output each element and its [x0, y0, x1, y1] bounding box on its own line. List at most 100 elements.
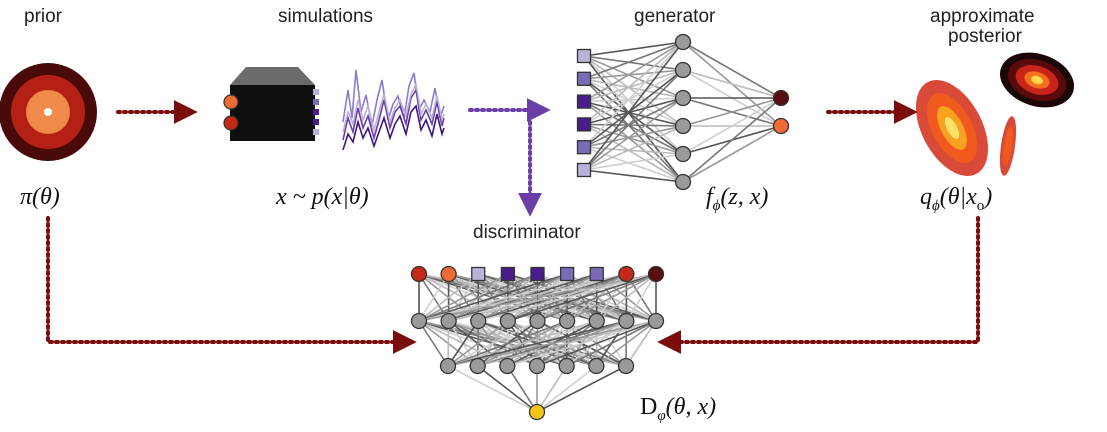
discriminator-hidden-node: [439, 357, 457, 375]
network-edge: [682, 41, 782, 99]
network-edge: [625, 273, 657, 322]
network-edge: [583, 153, 684, 171]
generator-input-node: [576, 117, 592, 132]
network-edge: [682, 97, 782, 127]
prior-to-discriminator-arrow: [46, 216, 417, 354]
discriminator-hidden-node: [588, 357, 605, 375]
posterior-to-discriminator-arrow: [657, 216, 980, 354]
network-edge: [583, 69, 684, 171]
generator-hidden-node: [674, 173, 692, 191]
generator-output-node: [772, 89, 790, 107]
network-edge: [596, 273, 657, 322]
discriminator-hidden-node: [588, 312, 605, 330]
generator-hidden-node: [674, 33, 692, 51]
network-edge: [507, 320, 657, 367]
simulator-box-icon: [223, 67, 319, 141]
discriminator-hidden-node: [499, 357, 516, 375]
network-edge: [418, 273, 657, 322]
network-edge: [682, 69, 782, 99]
discriminator-input-node: [647, 265, 665, 283]
network-edge: [583, 97, 684, 126]
network-edge: [583, 69, 684, 126]
discriminator-hidden-node: [469, 357, 486, 375]
network-edge: [447, 320, 597, 367]
network-edge: [583, 125, 684, 171]
network-edge: [583, 41, 684, 126]
network-edge: [507, 273, 657, 322]
network-edge: [447, 320, 568, 367]
discriminator-math: Dφ(θ, x): [640, 394, 716, 424]
discriminator-hidden-node: [499, 312, 517, 330]
discriminator-hidden-node: [528, 357, 546, 375]
posterior-heatmap-icon: [915, 52, 1075, 177]
network-edge: [583, 69, 684, 148]
discriminator-hidden-node: [617, 357, 635, 375]
network-edge: [536, 365, 568, 413]
approximate-label: approximate: [930, 6, 1035, 27]
discriminator-edges: [418, 273, 657, 413]
generator-input-node: [576, 48, 592, 64]
discriminator-input-node: [440, 265, 457, 283]
network-edge: [447, 320, 509, 367]
network-edge: [536, 365, 627, 413]
discriminator-input-node: [500, 266, 516, 282]
network-edge: [583, 41, 684, 148]
discriminator-hidden-node: [647, 312, 665, 330]
discriminator-input-node: [410, 265, 428, 283]
discriminator-input-node: [530, 266, 545, 282]
network-edge: [506, 365, 538, 413]
network-edge: [583, 169, 684, 183]
generator-input-node: [576, 94, 592, 109]
generator-hidden-node: [674, 117, 692, 135]
network-edge: [537, 273, 657, 322]
generator-input-node: [576, 140, 592, 155]
network-edge: [583, 41, 684, 103]
network-edge: [583, 41, 684, 80]
network-edge: [682, 97, 782, 155]
discriminator-network: [410, 265, 665, 421]
network-edge: [682, 125, 782, 183]
network-edge: [583, 69, 684, 80]
network-edge: [682, 97, 782, 183]
network-edge: [566, 273, 657, 322]
network-edge: [418, 273, 538, 322]
network-edge: [418, 273, 568, 322]
prior-math: π(θ): [20, 184, 60, 210]
network-edge: [418, 273, 627, 322]
network-edge: [583, 97, 684, 148]
network-edge: [583, 123, 684, 127]
network-edge: [447, 365, 538, 413]
network-edge: [536, 365, 597, 413]
discriminator-hidden-node: [618, 312, 635, 330]
network-edge: [583, 55, 684, 127]
discriminator-hidden-node: [410, 312, 428, 330]
discriminator-label: discriminator: [473, 222, 581, 243]
network-edge: [583, 69, 684, 103]
discriminator-hidden-node: [440, 312, 457, 330]
generator-edges: [583, 41, 782, 183]
generator-hidden-node: [674, 145, 692, 163]
network-edge: [583, 78, 684, 99]
prior-disc-icon: [0, 63, 97, 161]
network-edge: [418, 320, 449, 367]
network-edge: [583, 41, 684, 171]
network-edge: [566, 320, 657, 367]
network-edge: [583, 97, 684, 103]
posterior-math: qϕ(θ|xo): [920, 184, 992, 214]
discriminator-input-node: [589, 266, 604, 282]
network-edge: [595, 320, 657, 367]
generator-input-node: [576, 162, 592, 178]
generator-input-node: [576, 71, 592, 86]
network-edge: [583, 55, 684, 71]
simulation-traces: [342, 69, 445, 151]
network-edge: [536, 320, 657, 367]
discriminator-output-node: [528, 403, 546, 421]
network-edge: [447, 320, 479, 367]
generator-label: generator: [634, 6, 716, 27]
network-edge: [583, 78, 684, 127]
network-edge: [447, 320, 657, 367]
discriminator-input-node: [618, 265, 635, 283]
network-edge: [418, 273, 479, 322]
network-edge: [583, 55, 684, 99]
